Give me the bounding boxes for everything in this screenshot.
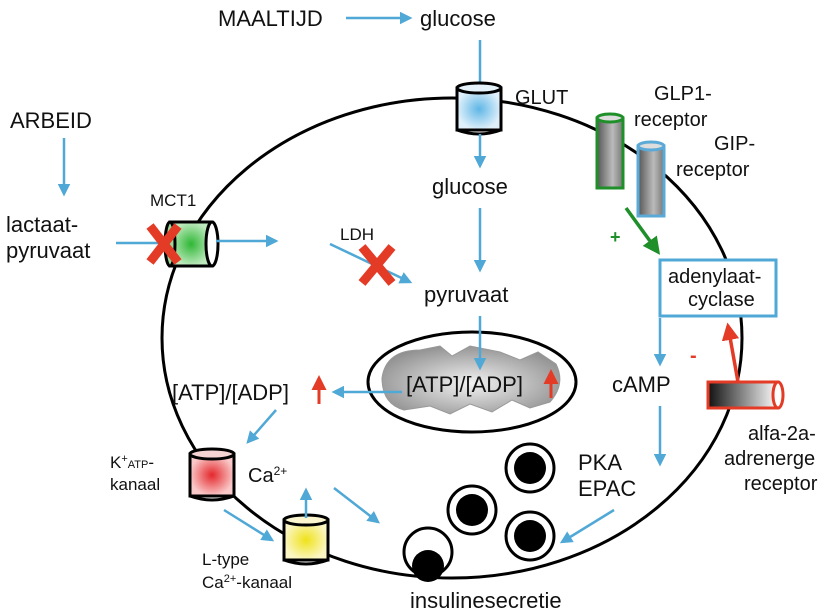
pka-label: PKA (578, 450, 622, 475)
glp1-label-1: GLP1- (654, 83, 712, 105)
alpha-label-1: alfa-2a- (748, 423, 816, 445)
alpha2a-receptor-icon (706, 380, 785, 410)
glucose-inside-label: glucose (432, 174, 508, 199)
insulin-secretion-label: insulinesecretie (410, 588, 562, 613)
katp-label-1: K+ATP- (110, 453, 154, 472)
calcium-label: Ca2+ (248, 464, 287, 487)
mct1-label: MCT1 (150, 191, 196, 210)
activation-plus-sign: + (610, 227, 621, 247)
arrow-atp-katp (246, 409, 277, 444)
glucose-outside-label: glucose (420, 6, 496, 31)
granule-icon (504, 510, 556, 562)
adenylate-cyclase-box (658, 258, 778, 318)
insulin-granules (402, 442, 556, 582)
ltype-label-2: Ca2+-kanaal (202, 573, 292, 592)
exercise-label: ARBEID (10, 108, 92, 133)
ltype-channel-icon (282, 513, 330, 566)
gip-receptor-icon (636, 140, 666, 218)
camp-label: cAMP (612, 372, 671, 397)
glut-label: GLUT (515, 87, 568, 109)
ldh-blocked-x-icon (358, 244, 396, 286)
meal-label: MAALTIJD (218, 6, 323, 31)
glut-transporter-icon (455, 81, 503, 136)
cell-membrane (160, 96, 744, 580)
atp-adp-mito-label: [ATP]/[ADP] (406, 372, 523, 397)
gip-label-2: receptor (676, 159, 750, 181)
katp-label-2: kanaal (110, 475, 160, 494)
adenylate-label-1: adenylaat- (668, 266, 761, 288)
arrow-receptors-adenylate (624, 206, 661, 255)
glp1-label-2: receptor (634, 109, 708, 131)
alpha-label-2: adrenerge (724, 448, 815, 470)
mitochondrion-cristae (381, 345, 561, 415)
gip-label-1: GIP- (714, 133, 755, 155)
ltype-label-1: L-type (202, 550, 249, 569)
epac-label: EPAC (578, 476, 636, 501)
atp-adp-cytosol-label: [ATP]/[ADP] (172, 380, 289, 405)
mct1-blocked-x-icon (146, 223, 182, 265)
granule-icon (504, 442, 556, 494)
arrow-calcium-secretion (333, 487, 380, 524)
granule-docked-icon (402, 526, 454, 582)
katp-channel-icon (188, 447, 236, 502)
arrow-alpha-adenylate-inhibit (721, 322, 740, 383)
lactate-label-1: lactaat- (6, 212, 78, 237)
pyruvate-label: pyruvaat (424, 282, 508, 307)
inhibition-minus-sign: - (690, 345, 697, 367)
glp1-receptor-icon (595, 112, 625, 190)
granule-icon (446, 484, 498, 536)
ldh-label: LDH (340, 225, 374, 244)
lactate-label-2: pyruvaat (6, 238, 90, 263)
alpha-label-3: receptor (744, 473, 818, 495)
arrow-pka-secretion (559, 508, 615, 544)
adenylate-label-2: cyclase (688, 289, 755, 311)
arrow-katp-ltype (223, 508, 275, 542)
